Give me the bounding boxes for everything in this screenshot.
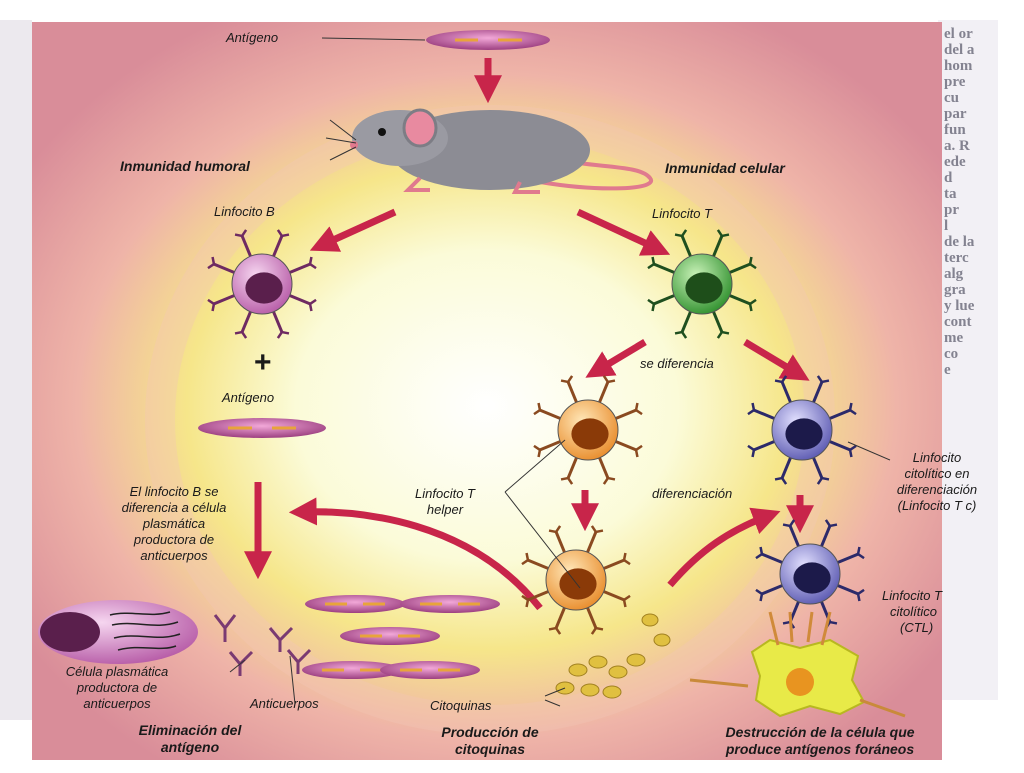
leader-lines <box>229 439 891 707</box>
t-lymphocyte-icon <box>647 229 757 339</box>
b-diff-line5: anticuerpos <box>140 548 208 563</box>
destruction-line1: Destrucción de la célula que <box>725 724 915 740</box>
plasma-cell-icon <box>38 600 198 664</box>
humoral-immunity-label: Inmunidad humoral <box>120 158 250 174</box>
destruction-line2: produce antígenos foráneos <box>725 741 915 757</box>
elimination-line1: Eliminación del <box>138 722 242 738</box>
cytokines-label: Citoquinas <box>430 698 492 713</box>
antigen-mid-label: Antígeno <box>222 390 275 405</box>
antigen-icon <box>302 661 402 679</box>
tc-line2: citolítico en <box>904 466 970 481</box>
mouse-icon <box>325 108 654 194</box>
ctl-line3: (CTL) <box>900 620 934 635</box>
page-text-fragment: el or del a hom pre cu par fun a. R ede … <box>944 26 975 378</box>
antigen-cluster <box>302 595 500 679</box>
production-line1: Producción de <box>441 724 539 740</box>
t-helper-line2: helper <box>426 502 464 517</box>
antigen-mid-icon <box>198 418 326 438</box>
b-diff-line1: El linfocito B se <box>129 484 219 499</box>
lymphocyte-b-label: Linfocito B <box>214 204 275 219</box>
antigen-top-icon <box>426 30 550 50</box>
cytotoxic-t-diff-icon <box>747 375 857 485</box>
target-cell-icon <box>689 611 906 718</box>
tc-line4: (Linfocito T c) <box>897 498 977 513</box>
antigen-icon <box>380 661 480 679</box>
b-diff-line4: productora de <box>133 532 215 547</box>
t-helper-line1: Linfocito T <box>415 486 475 501</box>
plasma-line2: productora de <box>76 680 158 695</box>
differentiation-label: diferenciación <box>652 486 733 501</box>
b-diff-line3: plasmática <box>142 516 206 531</box>
production-line2: citoquinas <box>454 741 525 757</box>
plasma-line1: Célula plasmática <box>65 664 169 679</box>
elimination-line2: antígeno <box>160 739 220 755</box>
ctl-line2: citolítico <box>890 604 937 619</box>
b-lymphocyte-icon <box>207 229 317 339</box>
ctl-line1: Linfocito T <box>882 588 942 603</box>
antibodies-label: Anticuerpos <box>250 696 319 711</box>
lymphocyte-t-label: Linfocito T <box>652 206 712 221</box>
t-helper-cell-icon <box>533 375 643 485</box>
tc-line3: diferenciación <box>896 482 978 497</box>
antigen-icon <box>305 595 405 613</box>
ctl-icon <box>755 519 865 629</box>
t-helper-cell-2-icon <box>521 525 631 635</box>
tc-line1: Linfocito <box>912 450 962 465</box>
cellular-immunity-label: Inmunidad celular <box>665 160 785 176</box>
antigen-icon <box>340 627 440 645</box>
antigen-top-leader <box>321 37 426 41</box>
cytokine-dots <box>555 613 671 699</box>
flow-arrows <box>244 58 814 611</box>
plus-sign: + <box>254 346 272 379</box>
antigen-top-label: Antígeno <box>226 30 279 45</box>
plasma-line3: anticuerpos <box>83 696 151 711</box>
antigen-icon <box>400 595 500 613</box>
b-diff-line2: diferencia a célula <box>121 500 227 515</box>
differentiates-label: se diferencia <box>640 356 714 371</box>
